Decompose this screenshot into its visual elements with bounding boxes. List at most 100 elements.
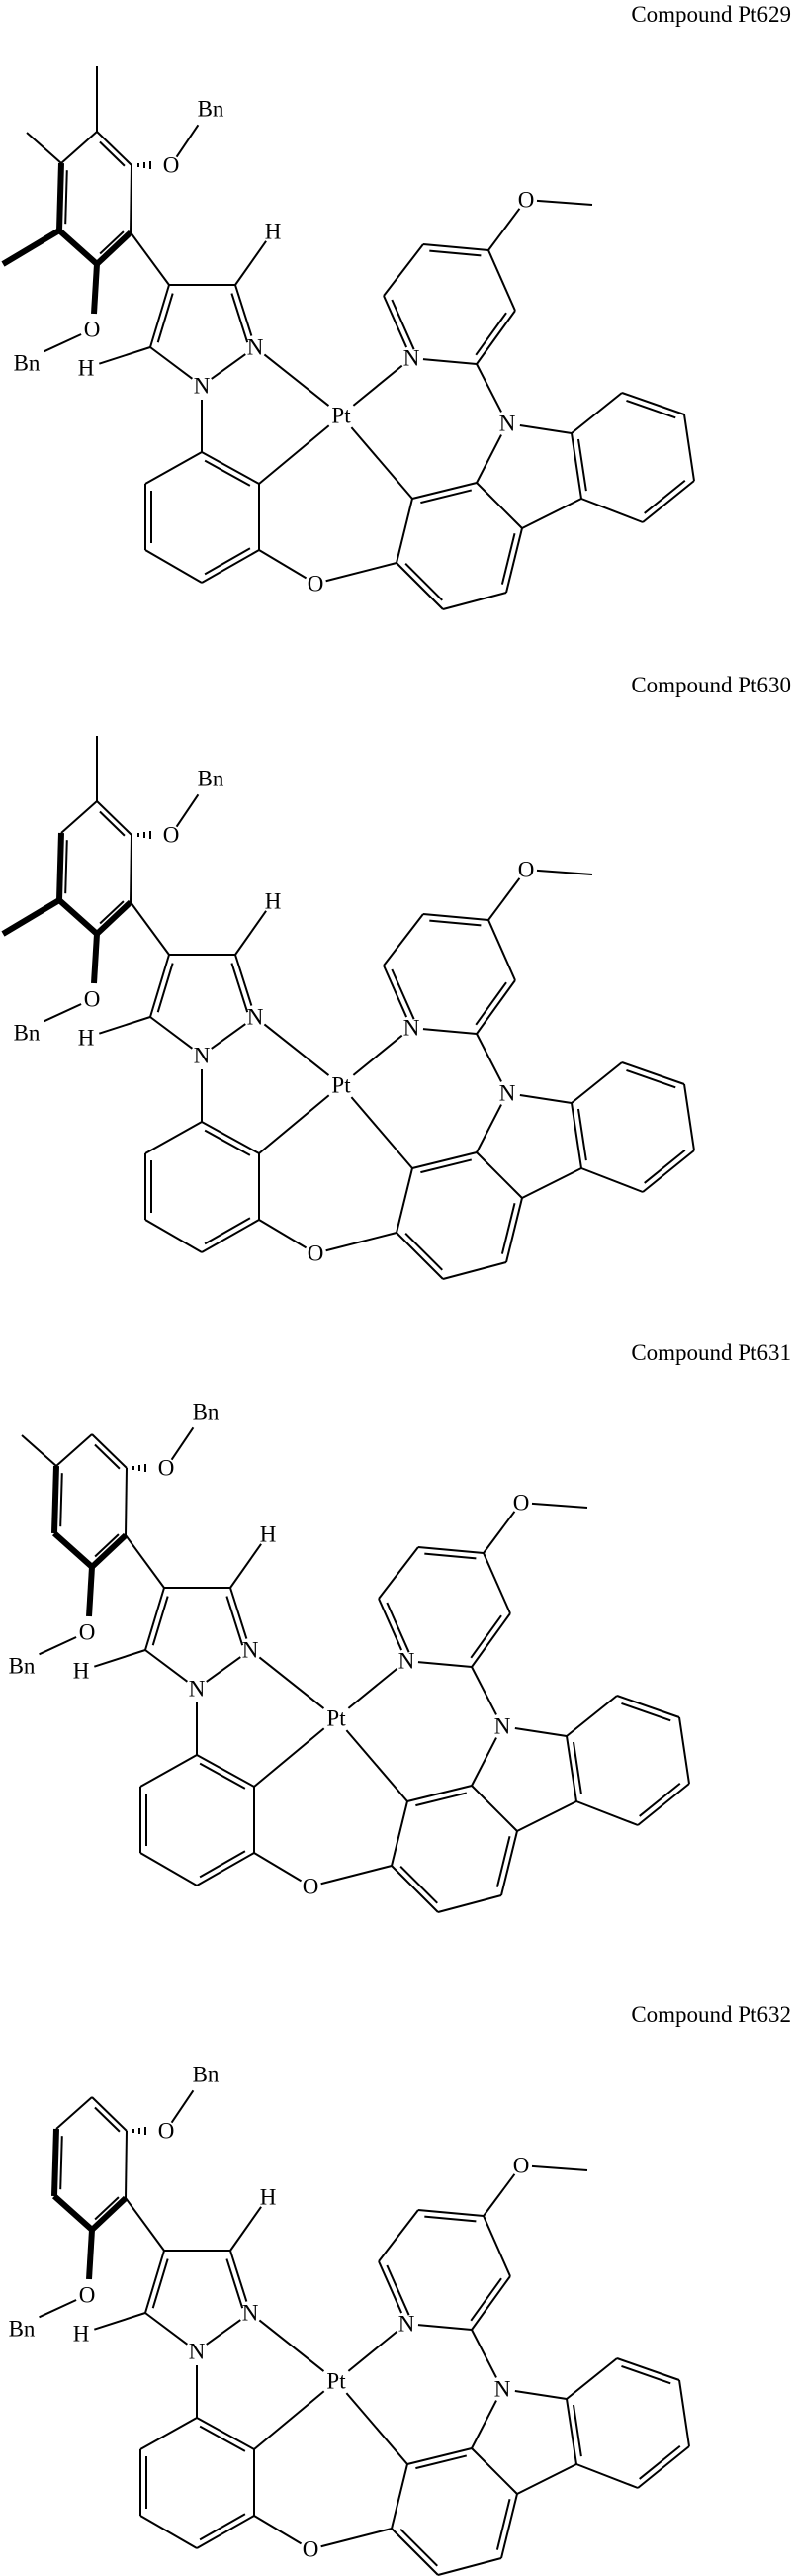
- methoxy-bond: [487, 208, 521, 251]
- double-bond-inner-line: [572, 1741, 582, 1794]
- bond: [144, 549, 203, 584]
- bond: [476, 310, 516, 365]
- pt-c-bond: [345, 1729, 408, 1802]
- bond: [476, 482, 523, 529]
- bond: [396, 562, 444, 610]
- bond: [139, 2417, 198, 2450]
- double-bond-inner-line: [391, 299, 415, 350]
- bond: [505, 527, 523, 594]
- oxygen-label: O: [158, 2119, 175, 2144]
- pyrazole-bond: [144, 1587, 165, 1651]
- hydrogen-label: H: [78, 356, 95, 381]
- double-bond-inner-line: [415, 2454, 468, 2470]
- methoxy-bond: [487, 877, 521, 921]
- biaryl-bond: [125, 2197, 165, 2252]
- bond: [139, 1852, 198, 1886]
- bond: [422, 243, 489, 251]
- platinum-label: Pt: [326, 2369, 346, 2394]
- double-bond-inner-line: [621, 1702, 671, 1722]
- oxygen-label: O: [163, 153, 180, 178]
- nitrogen-label: N: [499, 412, 516, 436]
- hydrogen-label: H: [78, 1026, 95, 1051]
- nitrogen-label: N: [403, 1016, 420, 1041]
- double-bond-inner-line: [151, 2258, 169, 2309]
- oxygen-label: O: [163, 823, 180, 848]
- bond: [417, 1661, 473, 1668]
- pyridyl-n-bond: [476, 1033, 502, 1082]
- oxygen-label: O: [513, 2154, 530, 2178]
- o-bn-bond: [170, 1426, 195, 1461]
- o-bn-bond: [39, 2299, 77, 2319]
- methoxy-bond: [531, 1502, 588, 1509]
- double-bond-inner-line: [626, 399, 676, 419]
- aryl-bond-bold: [51, 2128, 59, 2197]
- hydrogen-label: H: [265, 889, 282, 914]
- bond: [580, 498, 644, 523]
- bond: [196, 2515, 255, 2549]
- double-bond-inner-line: [230, 963, 249, 1013]
- bond: [683, 414, 695, 482]
- coordination-bond: [352, 364, 403, 407]
- ether-bond: [320, 1865, 393, 1886]
- bond: [417, 2324, 473, 2331]
- bond: [519, 1093, 573, 1104]
- pyrazole-bond: [229, 1587, 248, 1639]
- aryl-bond: [130, 834, 132, 903]
- double-bond-inner-line: [151, 1596, 169, 1646]
- ether-bond: [325, 562, 398, 583]
- bond: [378, 2209, 419, 2262]
- bond: [566, 2357, 618, 2400]
- bond: [616, 2357, 680, 2381]
- bond: [396, 498, 413, 564]
- bond: [575, 1800, 639, 1826]
- nitrogen-label: N: [499, 1081, 516, 1106]
- pyrazole-bond: [149, 346, 193, 380]
- aryl-bond: [55, 1433, 93, 1467]
- bond: [516, 2463, 577, 2495]
- double-bond-inner-line: [386, 1602, 410, 1653]
- double-bond-inner-line: [386, 2264, 410, 2316]
- oxygen-label: O: [303, 1875, 319, 1899]
- aryl-bond-bold: [89, 1532, 129, 1570]
- double-bond-inner-line: [576, 1108, 587, 1161]
- ether-bond: [253, 2515, 303, 2545]
- bond: [500, 1830, 518, 1896]
- aryl-bond: [60, 131, 98, 164]
- double-bond-inner-line: [99, 230, 125, 255]
- double-bond-inner-line: [475, 312, 507, 356]
- coordination-bond: [263, 353, 330, 407]
- double-bond-inner-line: [500, 533, 516, 585]
- bond: [417, 1546, 485, 1554]
- benzyl-label: Bn: [14, 351, 41, 376]
- double-bond-inner-line: [199, 2513, 246, 2541]
- double-bond-inner-line: [64, 170, 68, 225]
- bond: [566, 1695, 618, 1737]
- aryl-bond-bold: [56, 897, 100, 937]
- methoxy-bond: [536, 869, 593, 875]
- bond: [383, 243, 424, 297]
- double-bond-inner-line: [204, 547, 251, 576]
- double-bond-inner-line: [156, 293, 174, 343]
- hydrogen-label: H: [260, 1522, 277, 1547]
- bond: [500, 2493, 518, 2559]
- bond: [471, 2400, 497, 2449]
- bond: [678, 1716, 690, 1785]
- platinum-label: Pt: [331, 1073, 351, 1098]
- bond: [483, 1552, 511, 1614]
- c-h-bond: [229, 2206, 262, 2252]
- bond: [411, 1151, 478, 1169]
- bond: [391, 1800, 408, 1867]
- hydrogen-label: H: [265, 220, 282, 244]
- methoxy-bond: [483, 1511, 516, 1554]
- double-bond-inner-line: [420, 1158, 473, 1174]
- pyrazole-bond: [211, 353, 246, 380]
- c-h-bond: [234, 240, 267, 286]
- c-h-bond: [94, 1649, 146, 1668]
- hydrogen-label: H: [73, 2322, 90, 2346]
- pyridyl-n-bond: [476, 363, 502, 413]
- bond: [476, 979, 516, 1035]
- double-bond-inner-line: [639, 1782, 681, 1817]
- double-bond-inner-line: [495, 1836, 511, 1887]
- nitrogen-label: N: [189, 2340, 206, 2364]
